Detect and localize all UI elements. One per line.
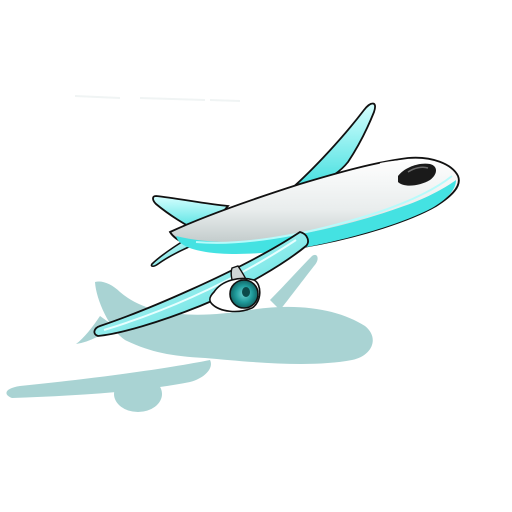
vertical-tail-fin [286,102,376,192]
cockpit-window-glint [407,166,429,173]
engine-fan-hub [242,287,250,297]
motion-lines [74,95,241,102]
main-wing [93,231,309,337]
shadow-fuselage [95,281,373,364]
shadow-wing-left [6,360,211,398]
fuselage-belly-stripe [176,180,456,254]
airplane-shadow [6,254,373,412]
shadow-engine [114,376,162,412]
fuselage-stripe-line [195,175,453,244]
shadow-wing-right [270,254,318,310]
main-wing-edge-highlight [103,239,297,331]
nose-highlight [379,160,437,165]
engine-nacelle [209,265,261,313]
cockpit-window-icon [398,163,436,186]
